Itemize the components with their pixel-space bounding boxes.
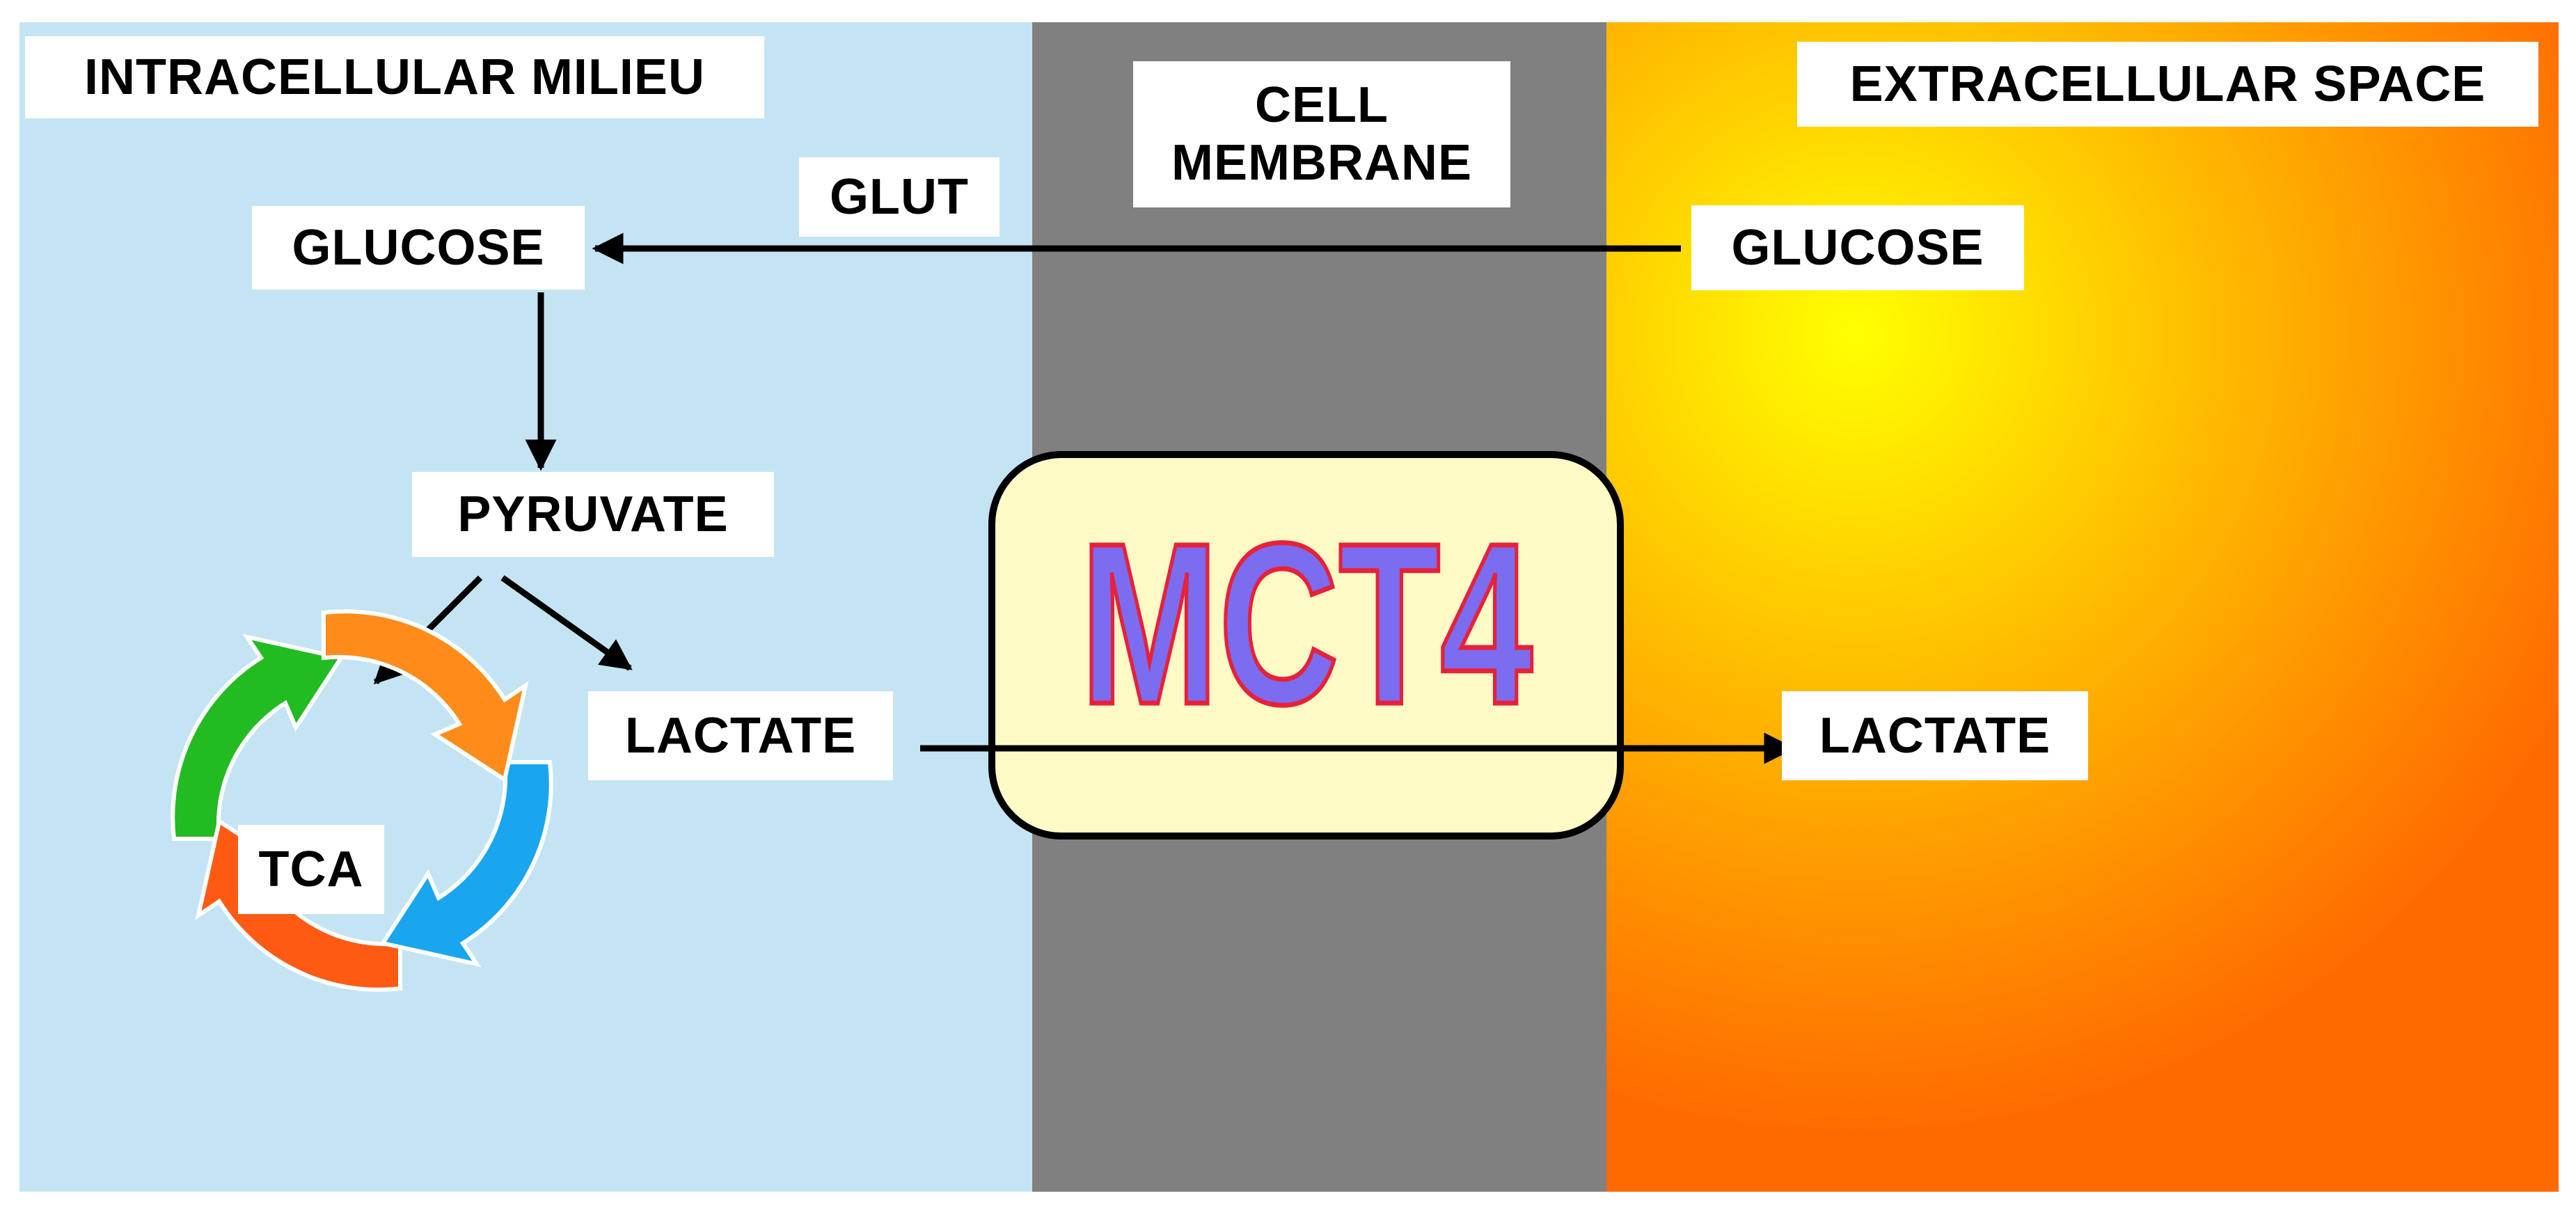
glut-label: GLUT xyxy=(799,157,999,237)
pyruvate-to-lactate-arrow xyxy=(500,575,633,671)
lactate-intracellular-label: LACTATE xyxy=(588,691,893,780)
cell-membrane-title-line1: CELL xyxy=(1255,77,1389,134)
intracellular-title: INTRACELLULAR MILIEU xyxy=(25,36,764,118)
tca-arrow-right xyxy=(322,609,529,783)
extracellular-title: EXTRACELLULAR SPACE xyxy=(1797,42,2538,127)
tca-arrow-bottom xyxy=(379,760,553,968)
mct4-label: MCT4 xyxy=(1080,495,1534,752)
glucose-intracellular-label: GLUCOSE xyxy=(252,206,585,290)
glucose-extracellular-label: GLUCOSE xyxy=(1691,205,2024,290)
tca-arrow-top xyxy=(171,633,345,841)
pyruvate-label: PYRUVATE xyxy=(412,472,774,557)
extracellular-region xyxy=(1606,22,2559,1192)
cell-membrane-title-line2: MEMBRANE xyxy=(1171,135,1472,191)
mct4-transporter-box xyxy=(988,451,1624,839)
tca-label: TCA xyxy=(238,825,384,914)
cell-membrane-title: CELL MEMBRANE xyxy=(1133,61,1510,207)
lactate-extracellular-label: LACTATE xyxy=(1782,691,2088,780)
